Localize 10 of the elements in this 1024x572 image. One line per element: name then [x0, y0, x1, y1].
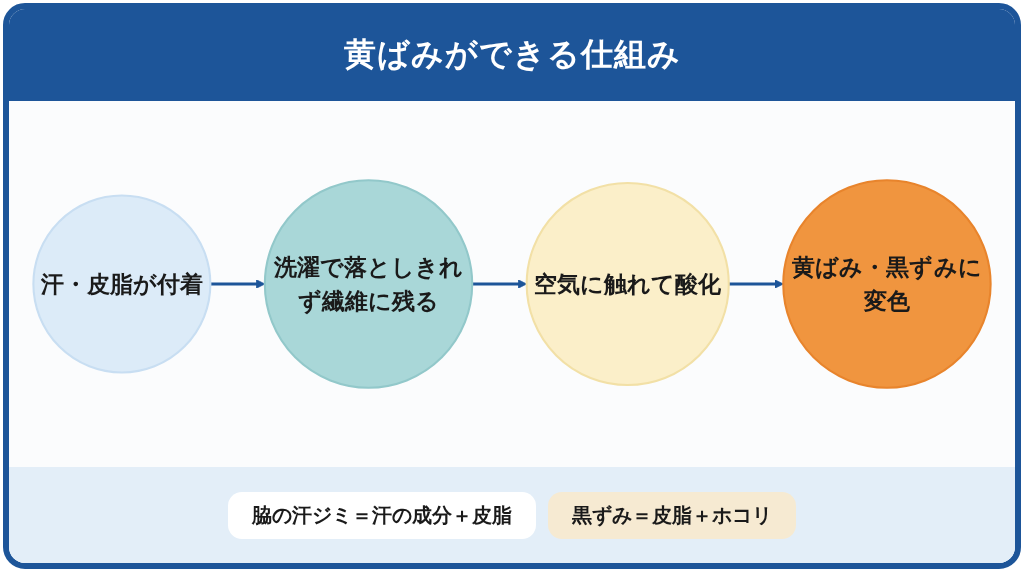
formula-note: 黒ずみ＝皮脂＋ホコリ: [548, 491, 796, 539]
node-circle: [32, 194, 212, 374]
arrow: [728, 279, 784, 289]
diagram-title: 黄ばみができる仕組み: [343, 34, 681, 75]
node-circle: [263, 179, 474, 389]
arrow: [210, 279, 266, 289]
infographic-panel: 黄ばみができる仕組み 汗・皮脂が付着 洗濯で落としきれず繊維に残る 空気に触れて酸化 黄ばみ・黒ずみに変色 脇の汗ジミ＝汗の成分＋皮脂 黒ずみ＝皮脂＋ホコリ: [3, 3, 1021, 569]
node-circle: [525, 181, 730, 387]
node-circle: [782, 179, 992, 389]
formula-note: 脇の汗ジミ＝汗の成分＋皮脂: [228, 491, 536, 539]
